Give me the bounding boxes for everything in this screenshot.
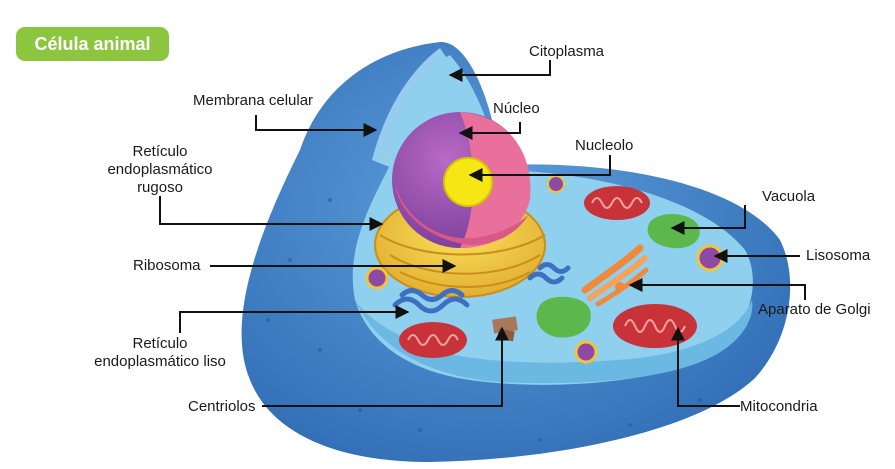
label-reticulo-rugoso-line1: Retículo (132, 143, 188, 160)
label-nucleo: Núcleo (493, 100, 540, 117)
label-reticulo-liso: Retículo endoplasmático liso (60, 335, 260, 371)
lysosome-shape (696, 244, 724, 272)
nucleolus-shape (443, 157, 493, 207)
label-reticulo-liso-line1: Retículo (132, 335, 188, 352)
title-badge: Célula animal (16, 27, 169, 61)
label-reticulo-rugoso: Retículo endoplasmático rugoso (80, 143, 240, 197)
label-mitocondria: Mitocondria (740, 398, 818, 415)
label-vacuola: Vacuola (762, 188, 816, 205)
label-ribosoma: Ribosoma (133, 257, 201, 274)
label-reticulo-liso-line2: endoplasmático liso (94, 353, 226, 370)
smooth-er-shape (392, 262, 571, 314)
cytoplasm-floor (355, 300, 753, 384)
label-citoplasma: Citoplasma (529, 43, 605, 60)
label-lisosoma: Lisosoma (806, 247, 871, 264)
vacuole-shape-2 (536, 296, 591, 338)
mitochondrion-shapes (399, 186, 697, 358)
label-centriolos: Centriolos (188, 398, 256, 415)
surface-dots (266, 198, 702, 442)
label-nucleolo: Nucleolo (575, 137, 634, 154)
label-reticulo-rugoso-line3: rugoso (137, 179, 183, 196)
label-reticulo-rugoso-line2: endoplasmático (107, 161, 213, 178)
label-aparato-golgi: Aparato de Golgi (758, 301, 871, 318)
golgi-shape (581, 244, 649, 307)
label-membrana-celular: Membrana celular (193, 92, 314, 109)
leader-lines (159, 60, 806, 407)
